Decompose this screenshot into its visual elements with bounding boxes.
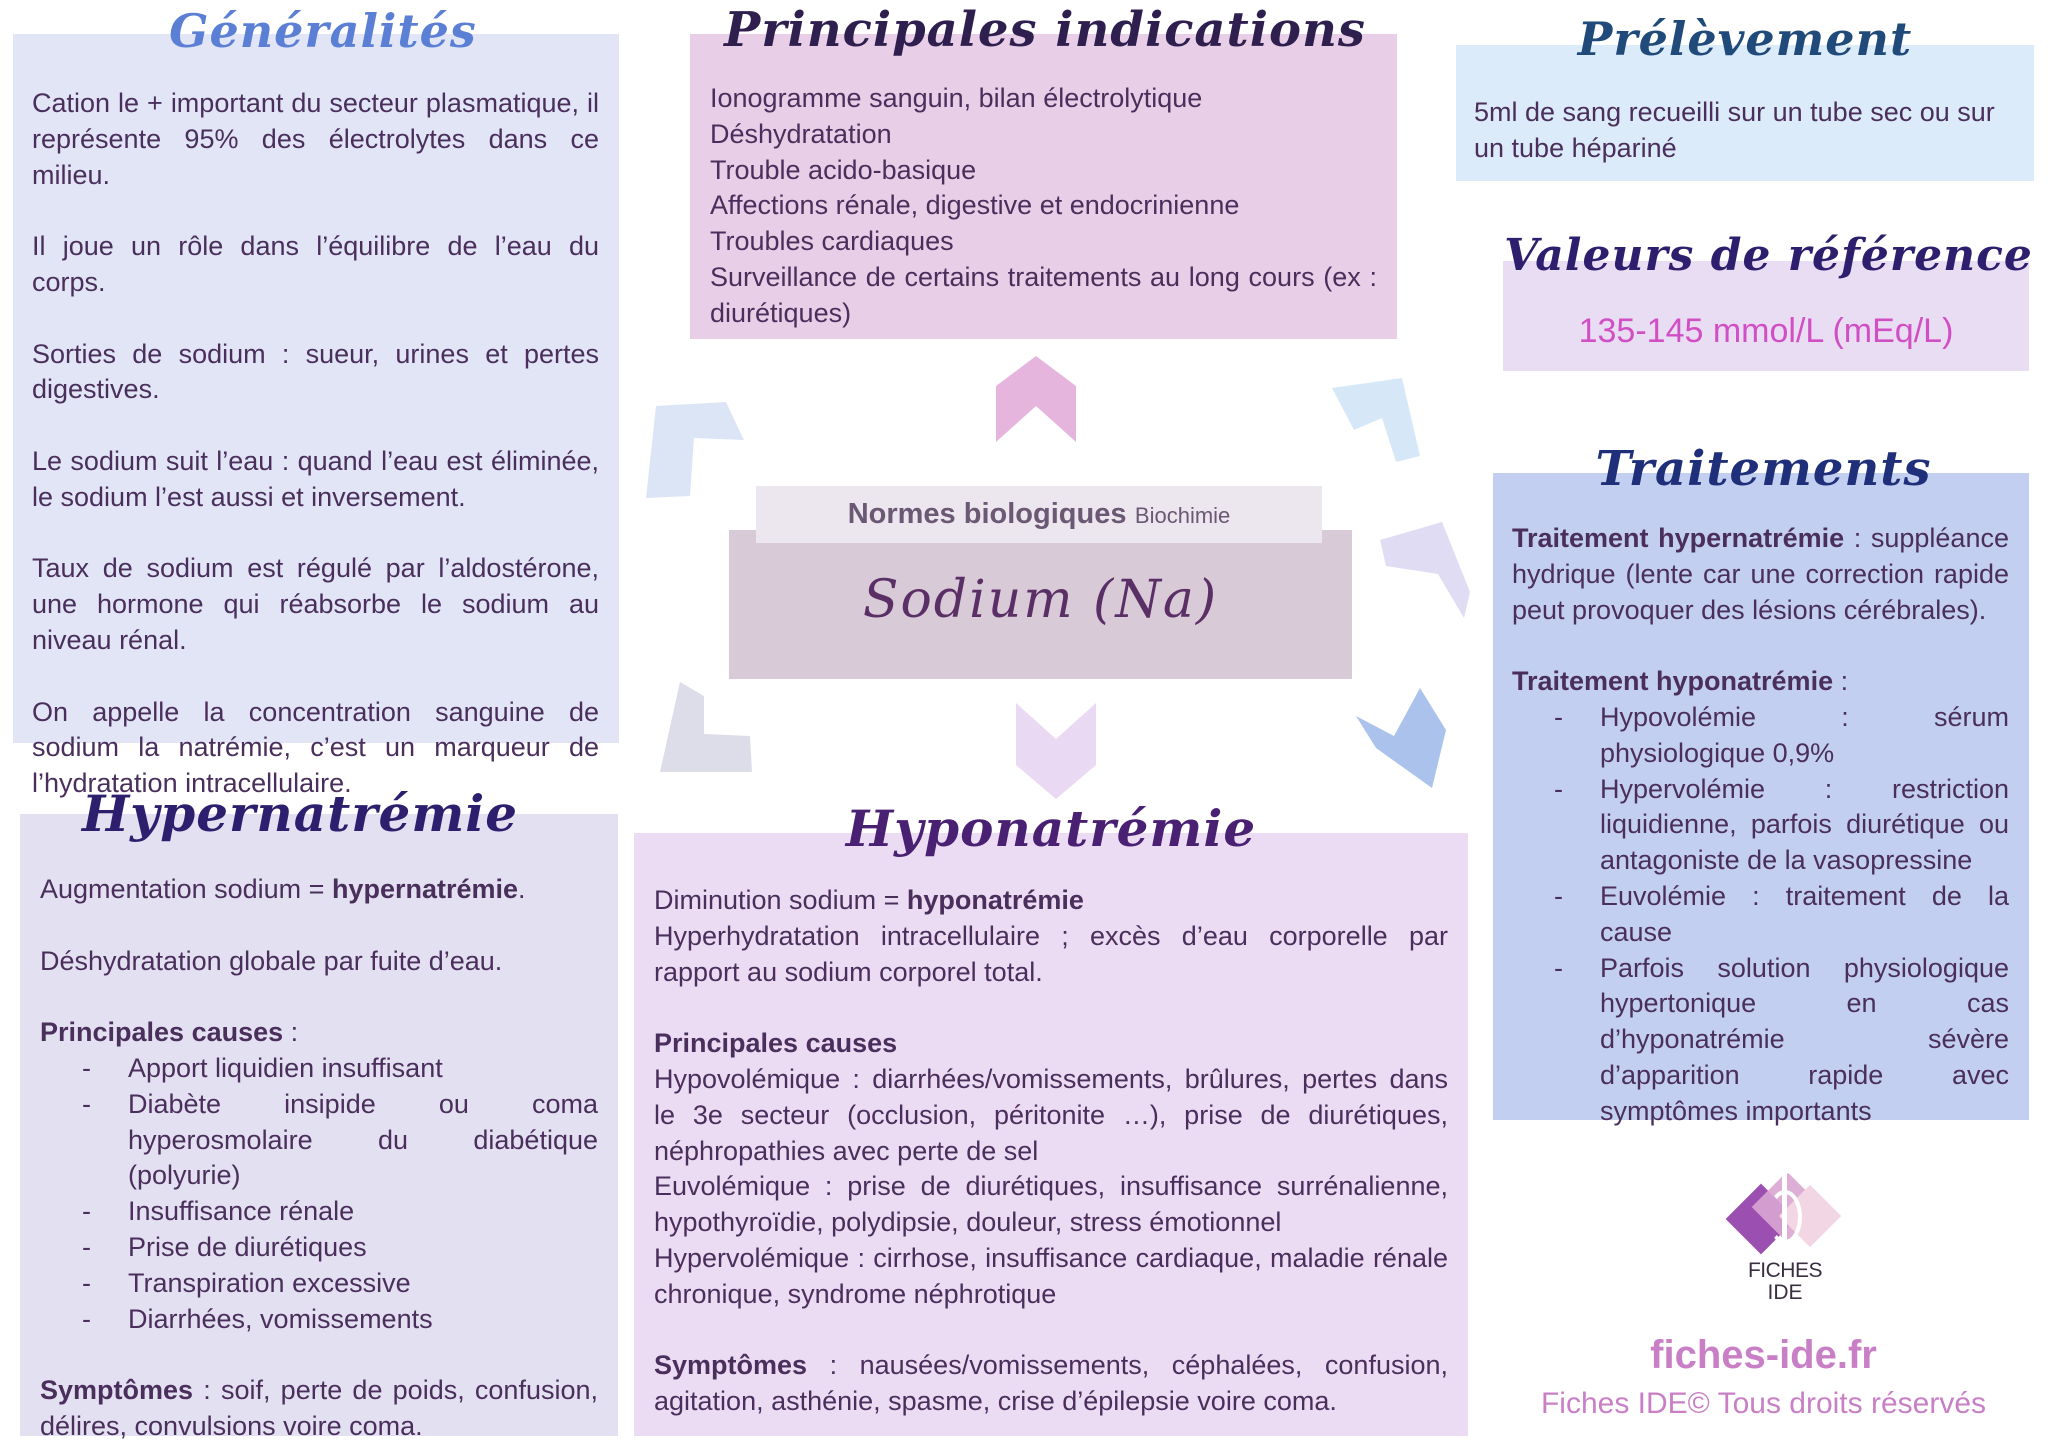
hypo-symptoms: Symptômes : nausées/vomissements, céphal… <box>654 1348 1448 1420</box>
traitement-hypo-label: Traitement hyponatrémie <box>1512 666 1834 697</box>
arrow-up-icon <box>996 356 1076 442</box>
list-item: Hypervolémie : restriction liquidienne, … <box>1512 772 2009 879</box>
hyponatremie-title: Hyponatrémie <box>845 799 1257 858</box>
hypo-cause: Hypovolémique : diarrhées/vomissements, … <box>654 1063 1448 1166</box>
list-item: Diabète insipide ou coma hyperosmolaire … <box>40 1087 598 1194</box>
generalites-paragraph: Il joue un rôle dans l’équilibre de l’ea… <box>32 231 599 297</box>
center-box <box>729 530 1352 679</box>
list-item: Parfois solution physiologique hypertoni… <box>1512 951 2009 1130</box>
prelevement-box: 5ml de sang recueilli sur un tube sec ou… <box>1456 45 2034 181</box>
site-link[interactable]: fiches-ide.fr <box>1650 1333 1877 1377</box>
hypo-intro-prefix: Diminution sodium = <box>654 885 907 915</box>
hyper-intro-prefix: Augmentation sodium = <box>40 874 332 904</box>
reference-title: Valeurs de référence <box>1504 230 2033 281</box>
center-header-small: Biochimie <box>1134 503 1231 528</box>
hyper-symptoms-label: Symptômes <box>40 1375 194 1406</box>
hypernatremie-title: Hypernatrémie <box>81 784 519 843</box>
indication-item: Ionogramme sanguin, bilan électrolytique <box>710 83 1203 113</box>
hyper-causes-list: Apport liquidien insuffisant Diabète ins… <box>40 1051 598 1337</box>
hyper-symptoms: Symptômes : soif, perte de poids, confus… <box>40 1373 598 1445</box>
traitement-hyper: Traitement hypernatrémie : suppléance hy… <box>1512 521 2009 628</box>
fiches-ide-logo: FICHES IDE <box>1725 1160 1844 1312</box>
hyper-intro-suffix: . <box>518 874 526 904</box>
hyper-intro-bold: hypernatrémie <box>331 874 519 904</box>
arrow-downright-icon <box>1356 688 1446 788</box>
list-item: Prise de diurétiques <box>40 1230 598 1266</box>
hyper-symptoms-text: : soif, perte de poids, confusion, délir… <box>40 1375 598 1441</box>
hyper-causes-label: Principales causes <box>40 1017 284 1048</box>
indication-item: Déshydratation <box>710 118 892 149</box>
traitements-box: Traitement hypernatrémie : suppléance hy… <box>1493 473 2029 1126</box>
indication-item: Trouble acido-basique <box>710 154 977 185</box>
hypernatremie-box: Augmentation sodium = hypernatrémie. Dés… <box>20 814 618 1441</box>
arrow-upleft-icon <box>646 402 744 498</box>
prelevement-title: Prélèvement <box>1577 12 1913 66</box>
list-item: Apport liquidien insuffisant <box>40 1051 598 1087</box>
list-item: Insuffisance rénale <box>40 1194 598 1230</box>
logo-line1: FICHES <box>1747 1259 1823 1282</box>
hyper-dehydration: Déshydratation globale par fuite d’eau. <box>40 945 503 976</box>
list-item: Euvolémie : traitement de la cause <box>1512 879 2009 951</box>
generalites-paragraph: Sorties de sodium : sueur, urines et per… <box>32 338 599 405</box>
hyper-intro: Augmentation sodium = hypernatrémie. <box>40 872 598 908</box>
generalites-paragraph: On appelle la concentration sanguine de … <box>32 696 599 799</box>
generalites-paragraph: Taux de sodium est régulé par l’aldostér… <box>32 553 599 655</box>
hypo-intro-line2: Hyperhydratation intracellulaire ; excès… <box>654 920 1448 987</box>
hypo-symptoms-text: : nausées/vomissements, céphalées, confu… <box>654 1350 1448 1417</box>
traitements-title: Traitements <box>1595 441 1932 497</box>
center-header-label: Normes biologiques <box>847 498 1127 530</box>
indication-item: Affections rénale, digestive et endocrin… <box>710 190 1240 221</box>
generalites-box: Cation le + important du secteur plasmat… <box>13 34 619 798</box>
reference-box: 135-145 mmol/L (mEq/L) <box>1503 261 2029 371</box>
hypo-cause: Euvolémique : prise de diurétiques, insu… <box>654 1171 1448 1238</box>
hyper-causes-heading: Principales causes : <box>40 1015 598 1051</box>
generalites-title: Généralités <box>169 4 477 58</box>
prelevement-text: 5ml de sang recueilli sur un tube sec ou… <box>1474 97 1995 163</box>
hypo-intro-bold: hyponatrémie <box>906 885 1084 915</box>
traitement-hyper-text: : suppléance hydrique (lente car une cor… <box>1512 523 2009 625</box>
hyponatremie-box: Diminution sodium = hyponatrémie Hyperhy… <box>634 833 1468 1436</box>
arrow-right-icon <box>1380 522 1470 618</box>
traitement-hypo-heading: Traitement hyponatrémie : <box>1512 664 2009 700</box>
arrow-upright-icon <box>1332 378 1420 462</box>
indications-title: Principales indications <box>724 2 1366 58</box>
hypo-cause: Hypervolémique : cirrhose, insuffisance … <box>654 1242 1448 1309</box>
list-item: Transpiration excessive <box>40 1266 598 1302</box>
center-header: Normes biologiques Biochimie <box>756 486 1322 543</box>
copyright-text: Fiches IDE© Tous droits réservés <box>1540 1387 1987 1420</box>
indications-box: Ionogramme sanguin, bilan électrolytique… <box>690 34 1397 339</box>
traitement-hypo-list: Hypovolémie : sérum physiologique 0,9% H… <box>1512 700 2009 1130</box>
hypo-causes-label: Principales causes <box>654 1028 898 1059</box>
logo-mark <box>1725 1160 1844 1260</box>
generalites-paragraph: Cation le + important du secteur plasmat… <box>32 88 599 190</box>
indication-item: Surveillance de certains traitements au … <box>710 261 1377 328</box>
indication-item: Troubles cardiaques <box>710 226 954 257</box>
hypo-intro: Diminution sodium = hyponatrémie <box>654 883 1448 919</box>
generalites-paragraph: Le sodium suit l’eau : quand l’eau est é… <box>32 445 599 512</box>
arrow-down-icon <box>1016 703 1096 799</box>
hypo-symptoms-label: Symptômes <box>654 1350 808 1381</box>
arrow-downleft-icon <box>660 682 752 772</box>
logo-line2: IDE <box>1767 1281 1803 1304</box>
traitement-hypo-colon: : <box>1833 666 1849 697</box>
reference-value: 135-145 mmol/L (mEq/L) <box>1578 312 1954 350</box>
hyper-causes-colon: : <box>283 1017 299 1048</box>
traitement-hyper-label: Traitement hypernatrémie <box>1512 523 1845 553</box>
center-title: Sodium (Na) <box>862 570 1219 630</box>
list-item: Diarrhées, vomissements <box>40 1302 598 1338</box>
list-item: Hypovolémie : sérum physiologique 0,9% <box>1512 700 2009 772</box>
